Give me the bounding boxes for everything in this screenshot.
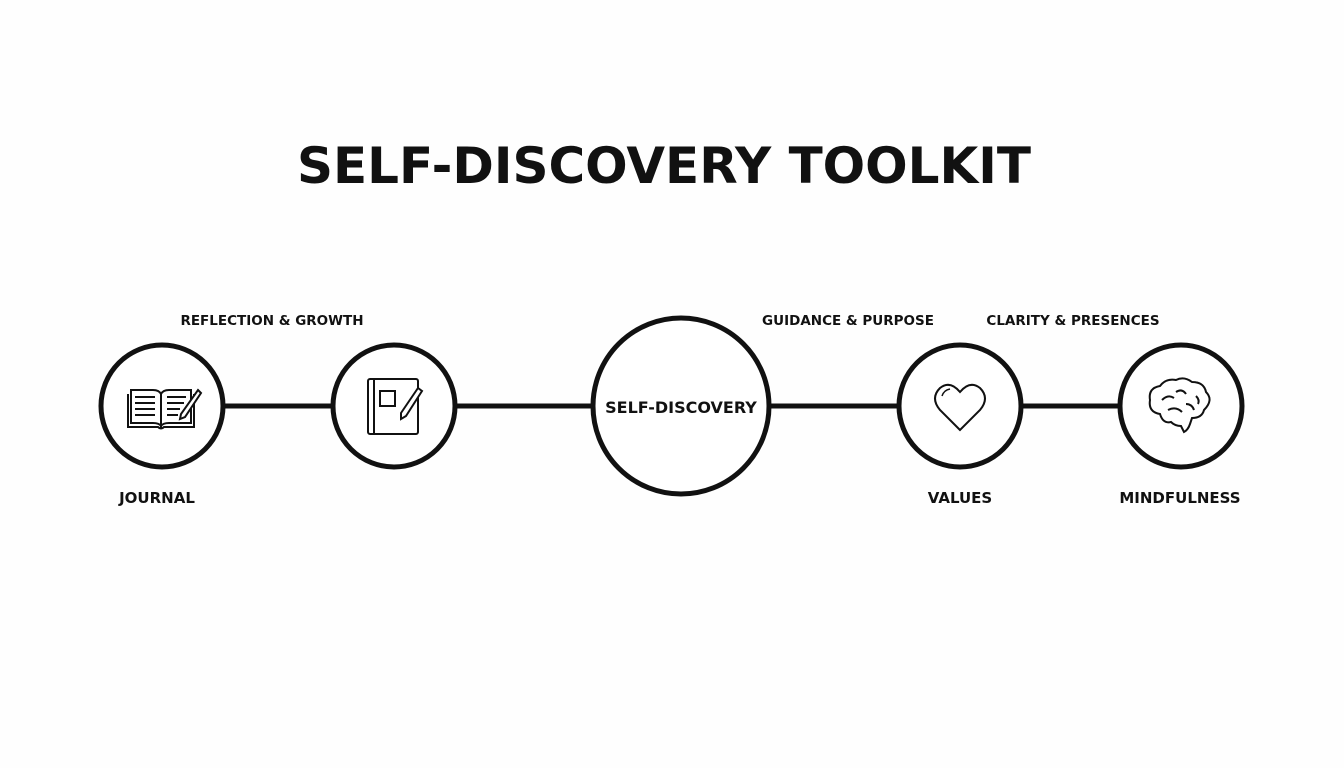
label-values: VALUES <box>928 489 992 507</box>
node-notebook <box>330 342 458 470</box>
node-values <box>896 342 1024 470</box>
caption-clarity: CLARITY & PRESENCES <box>986 313 1159 329</box>
node-center: SELF-DISCOVERY <box>590 315 772 497</box>
caption-guidance: GUIDANCE & PURPOSE <box>762 313 934 329</box>
notebook-pencil-icon <box>367 378 424 435</box>
node-journal <box>98 342 226 470</box>
node-mindfulness <box>1117 342 1245 470</box>
caption-reflection: REFLECTION & GROWTH <box>180 313 363 329</box>
heart-icon <box>934 383 986 432</box>
page-title: SELF-DISCOVERY TOOLKIT <box>297 137 1031 195</box>
open-book-pencil-icon <box>127 388 203 430</box>
center-label: SELF-DISCOVERY <box>605 398 757 417</box>
label-journal: JOURNAL <box>118 489 195 507</box>
brain-icon <box>1148 377 1211 434</box>
label-mindfulness: MINDFULNESS <box>1119 489 1240 507</box>
